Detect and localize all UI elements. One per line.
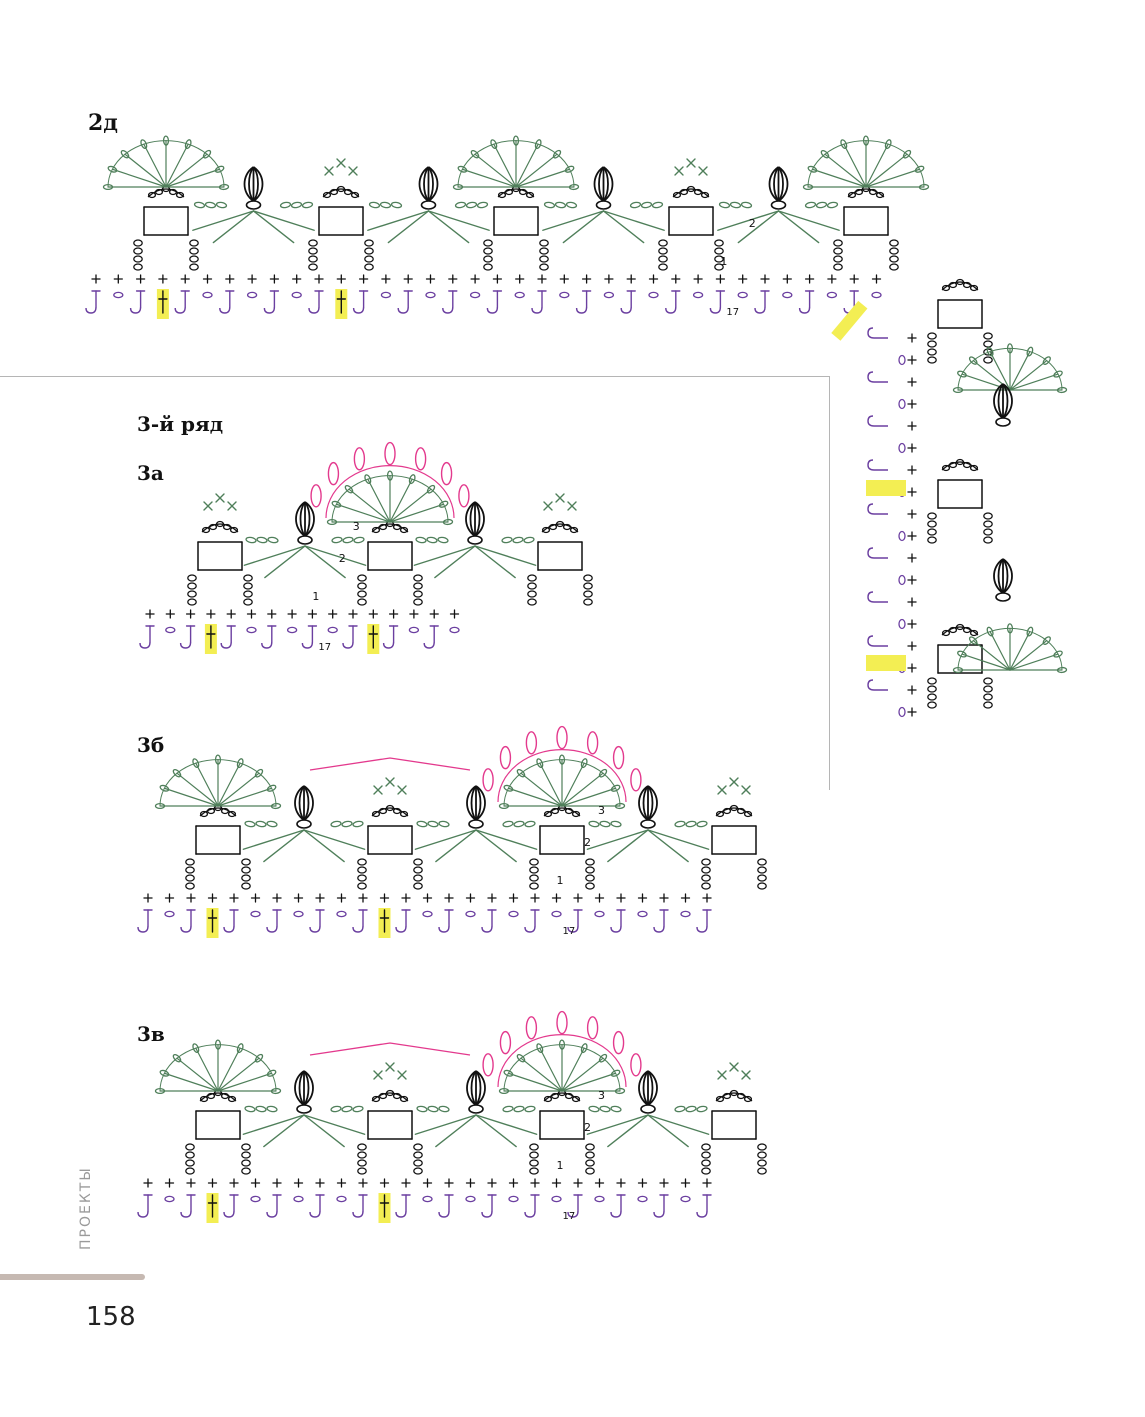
stitch-count-label: 17 — [318, 642, 331, 653]
cluster-block — [927, 458, 993, 544]
sc-crosses — [717, 1062, 751, 1080]
spoke-stitches — [242, 820, 366, 863]
label-row-3b: 3б — [137, 733, 165, 757]
puff-stitch — [638, 785, 658, 829]
spoke-stitches — [542, 201, 665, 244]
round-number-3: 3 — [598, 1089, 605, 1102]
fan-shell — [482, 725, 642, 810]
fan-shell — [482, 1010, 642, 1095]
cluster-block — [357, 1089, 423, 1175]
cluster-block — [927, 623, 993, 709]
round-number-1: 1 — [557, 874, 564, 887]
fan-shell — [952, 343, 1068, 394]
puff-stitch — [466, 1070, 486, 1114]
stitch-count-label: 17 — [726, 307, 739, 318]
chart-2d-corner — [831, 278, 1068, 718]
puff-stitch — [418, 166, 439, 210]
fan-shell — [952, 623, 1068, 674]
cluster-block — [187, 520, 253, 606]
spoke-stitches — [717, 201, 840, 244]
fan-shell — [310, 441, 470, 526]
puff-stitch — [294, 1070, 314, 1114]
cluster-block — [927, 278, 993, 364]
spoke-stitches — [242, 1105, 366, 1148]
cluster-block — [527, 520, 593, 606]
fan-shell — [802, 135, 930, 191]
cluster-block — [185, 804, 251, 890]
round-number-1: 1 — [312, 590, 319, 603]
fan-shell — [102, 135, 230, 191]
spoke-stitches — [414, 1105, 538, 1148]
fan-shell — [452, 135, 580, 191]
cluster-block — [701, 804, 767, 890]
puff-stitch — [294, 785, 314, 829]
divider-horizontal — [0, 376, 830, 377]
round-number-1: 1 — [720, 255, 727, 268]
cluster-block — [529, 1089, 595, 1175]
sc-crosses — [717, 777, 751, 795]
cluster-block — [658, 185, 724, 271]
cluster-block — [357, 804, 423, 890]
heading-row-3: 3-й ряд — [137, 412, 224, 436]
round-number-2: 2 — [749, 217, 756, 230]
sc-crosses — [324, 158, 358, 176]
spoke-stitches — [243, 536, 367, 579]
round-number-3: 3 — [598, 804, 605, 817]
label-row-3v: 3в — [137, 1022, 165, 1046]
section-side-label: ПРОЕКТЫ — [78, 1166, 94, 1250]
cluster-block — [357, 520, 423, 606]
spoke-stitches — [586, 1105, 710, 1148]
cluster-block — [308, 185, 374, 271]
fan-shell — [154, 1039, 282, 1095]
round-number-2: 2 — [584, 1121, 591, 1134]
page-accent-bar — [0, 1274, 145, 1280]
puff-stitch — [295, 501, 315, 545]
puff-stitch — [993, 383, 1013, 427]
puff-stitch — [638, 1070, 658, 1114]
round-number-2: 2 — [339, 552, 346, 565]
sc-crosses — [373, 1062, 407, 1080]
chart-3a: 1 2 3 17 — [139, 441, 593, 654]
label-row-3a: 3а — [137, 461, 164, 485]
round-number-1: 1 — [557, 1159, 564, 1172]
divider-vertical — [829, 376, 830, 790]
fan-shell — [154, 754, 282, 810]
puff-stitch — [993, 558, 1013, 602]
cluster-block — [529, 804, 595, 890]
cluster-block — [133, 185, 199, 271]
cluster-block — [833, 185, 899, 271]
chart-2d: 1 2 17 — [85, 135, 930, 319]
spoke-stitches — [414, 820, 538, 863]
label-row-2d: 2д — [88, 110, 118, 136]
puff-stitch — [466, 785, 486, 829]
puff-stitch — [593, 166, 614, 210]
cluster-block — [185, 1089, 251, 1175]
cluster-block — [701, 1089, 767, 1175]
puff-stitch — [465, 501, 485, 545]
sc-crosses — [543, 493, 577, 511]
spoke-stitches — [367, 201, 490, 244]
spoke-stitches — [192, 201, 315, 244]
spoke-stitches — [586, 820, 710, 863]
puff-stitch — [243, 166, 264, 210]
round-number-2: 2 — [584, 836, 591, 849]
stitch-count-label: 17 — [563, 926, 576, 937]
chart-3v: 1 2 3 17 — [137, 1010, 767, 1223]
puff-stitch — [768, 166, 789, 210]
cluster-block — [483, 185, 549, 271]
spoke-stitches — [413, 536, 537, 579]
sc-crosses — [203, 493, 237, 511]
sc-crosses — [373, 777, 407, 795]
round-number-3: 3 — [353, 520, 360, 533]
chart-3b: 1 2 3 17 — [137, 725, 767, 938]
sc-crosses — [674, 158, 708, 176]
page-number: 158 — [86, 1302, 136, 1332]
stitch-count-label: 17 — [563, 1211, 576, 1222]
